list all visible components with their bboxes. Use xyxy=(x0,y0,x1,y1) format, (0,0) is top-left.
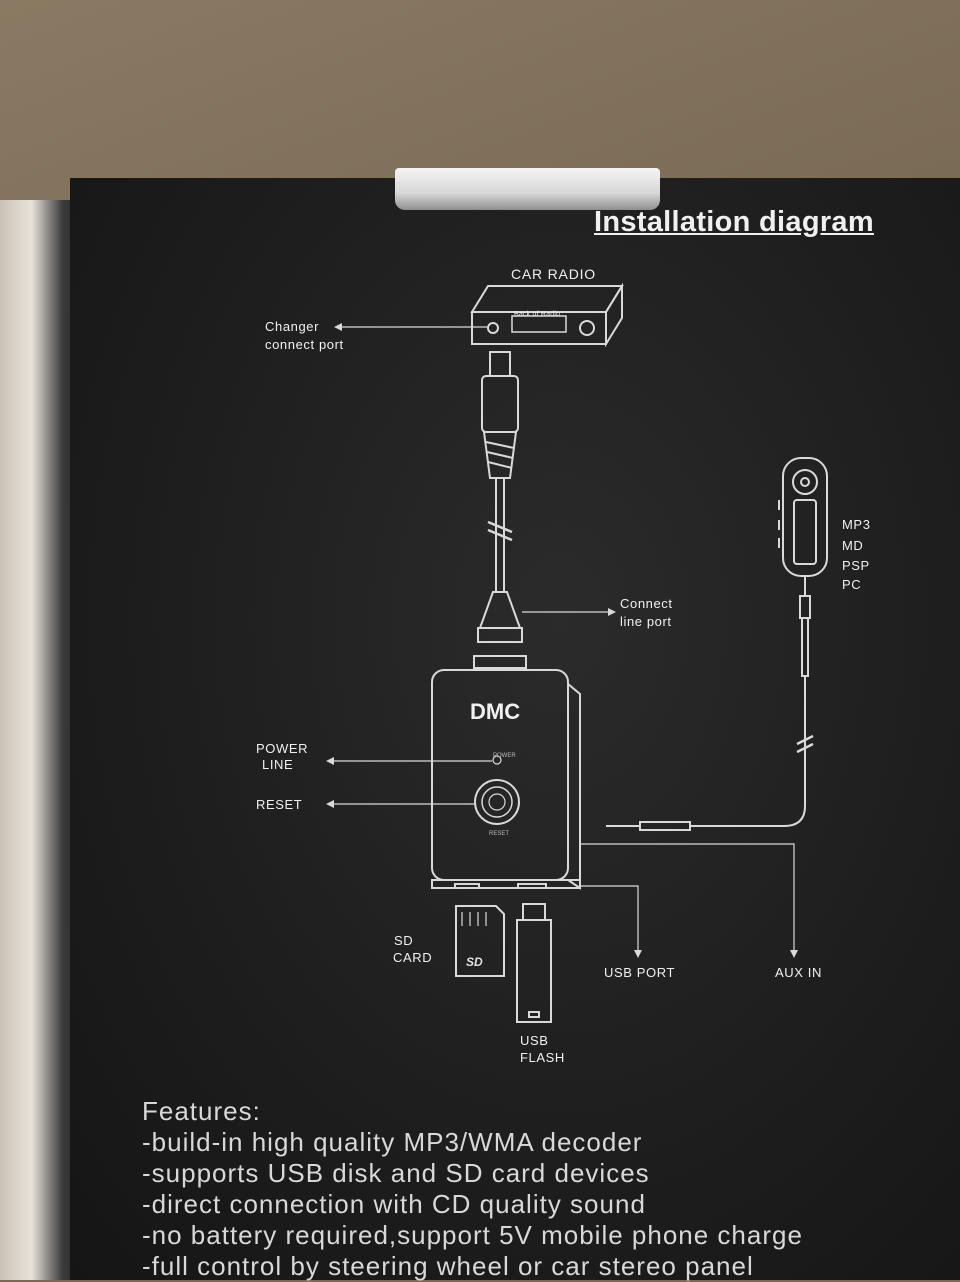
changer-port-label-2: connect port xyxy=(265,337,344,352)
sd-card-label-2: CARD xyxy=(393,950,433,965)
power-line-label-1: POWER xyxy=(256,741,309,756)
connect-line-label-2: line port xyxy=(620,614,672,629)
player-type-md: MD xyxy=(842,538,864,553)
diagram-title: Installation diagram xyxy=(594,206,874,238)
radio-connector-plug xyxy=(481,351,519,479)
feature-item: -direct connection with CD quality sound xyxy=(142,1189,646,1219)
aux-cable xyxy=(606,576,814,831)
feature-item: -supports USB disk and SD card devices xyxy=(142,1158,650,1188)
car-radio-label: CAR RADIO xyxy=(511,266,596,282)
usb-port-pointer xyxy=(580,885,639,955)
power-led-marking: POWER xyxy=(493,753,516,759)
features-heading: Features: xyxy=(142,1096,261,1126)
sd-card xyxy=(455,905,505,977)
sd-logo: SD xyxy=(466,955,483,969)
usb-port-label: USB PORT xyxy=(604,965,676,980)
car-radio-unit xyxy=(470,282,624,348)
feature-item: -build-in high quality MP3/WMA decoder xyxy=(142,1127,643,1157)
connect-line-label-1: Connect xyxy=(620,596,673,611)
dmc-input-connector xyxy=(473,591,527,669)
usb-flash-drive xyxy=(516,903,552,1023)
power-line-label-2: LINE xyxy=(262,757,294,772)
dmc-device xyxy=(431,669,581,890)
player-type-pc: PC xyxy=(842,577,862,592)
aux-in-label: AUX IN xyxy=(775,965,822,980)
player-type-psp: PSP xyxy=(842,558,870,573)
usb-flash-label-2: FLASH xyxy=(520,1050,565,1065)
reset-button-marking: RESET xyxy=(489,831,509,837)
feature-item: -no battery required,support 5V mobile p… xyxy=(142,1220,803,1250)
sd-card-label-1: SD xyxy=(394,933,414,948)
changer-port-label-1: Changer xyxy=(265,319,320,334)
box-hang-tab xyxy=(395,168,660,210)
back-of-radio-label: Back of Radio xyxy=(514,311,561,318)
mp3-player xyxy=(778,457,828,577)
features-list: Features: -build-in high quality MP3/WMA… xyxy=(142,1096,803,1282)
player-type-mp3: MP3 xyxy=(842,517,871,532)
reset-label: RESET xyxy=(256,797,303,812)
box-front-panel xyxy=(70,178,960,1280)
feature-item: -full control by steering wheel or car s… xyxy=(142,1251,754,1281)
aux-in-pointer xyxy=(580,843,795,955)
dmc-device-name: DMC xyxy=(470,699,521,724)
usb-flash-label-1: USB xyxy=(520,1033,549,1048)
